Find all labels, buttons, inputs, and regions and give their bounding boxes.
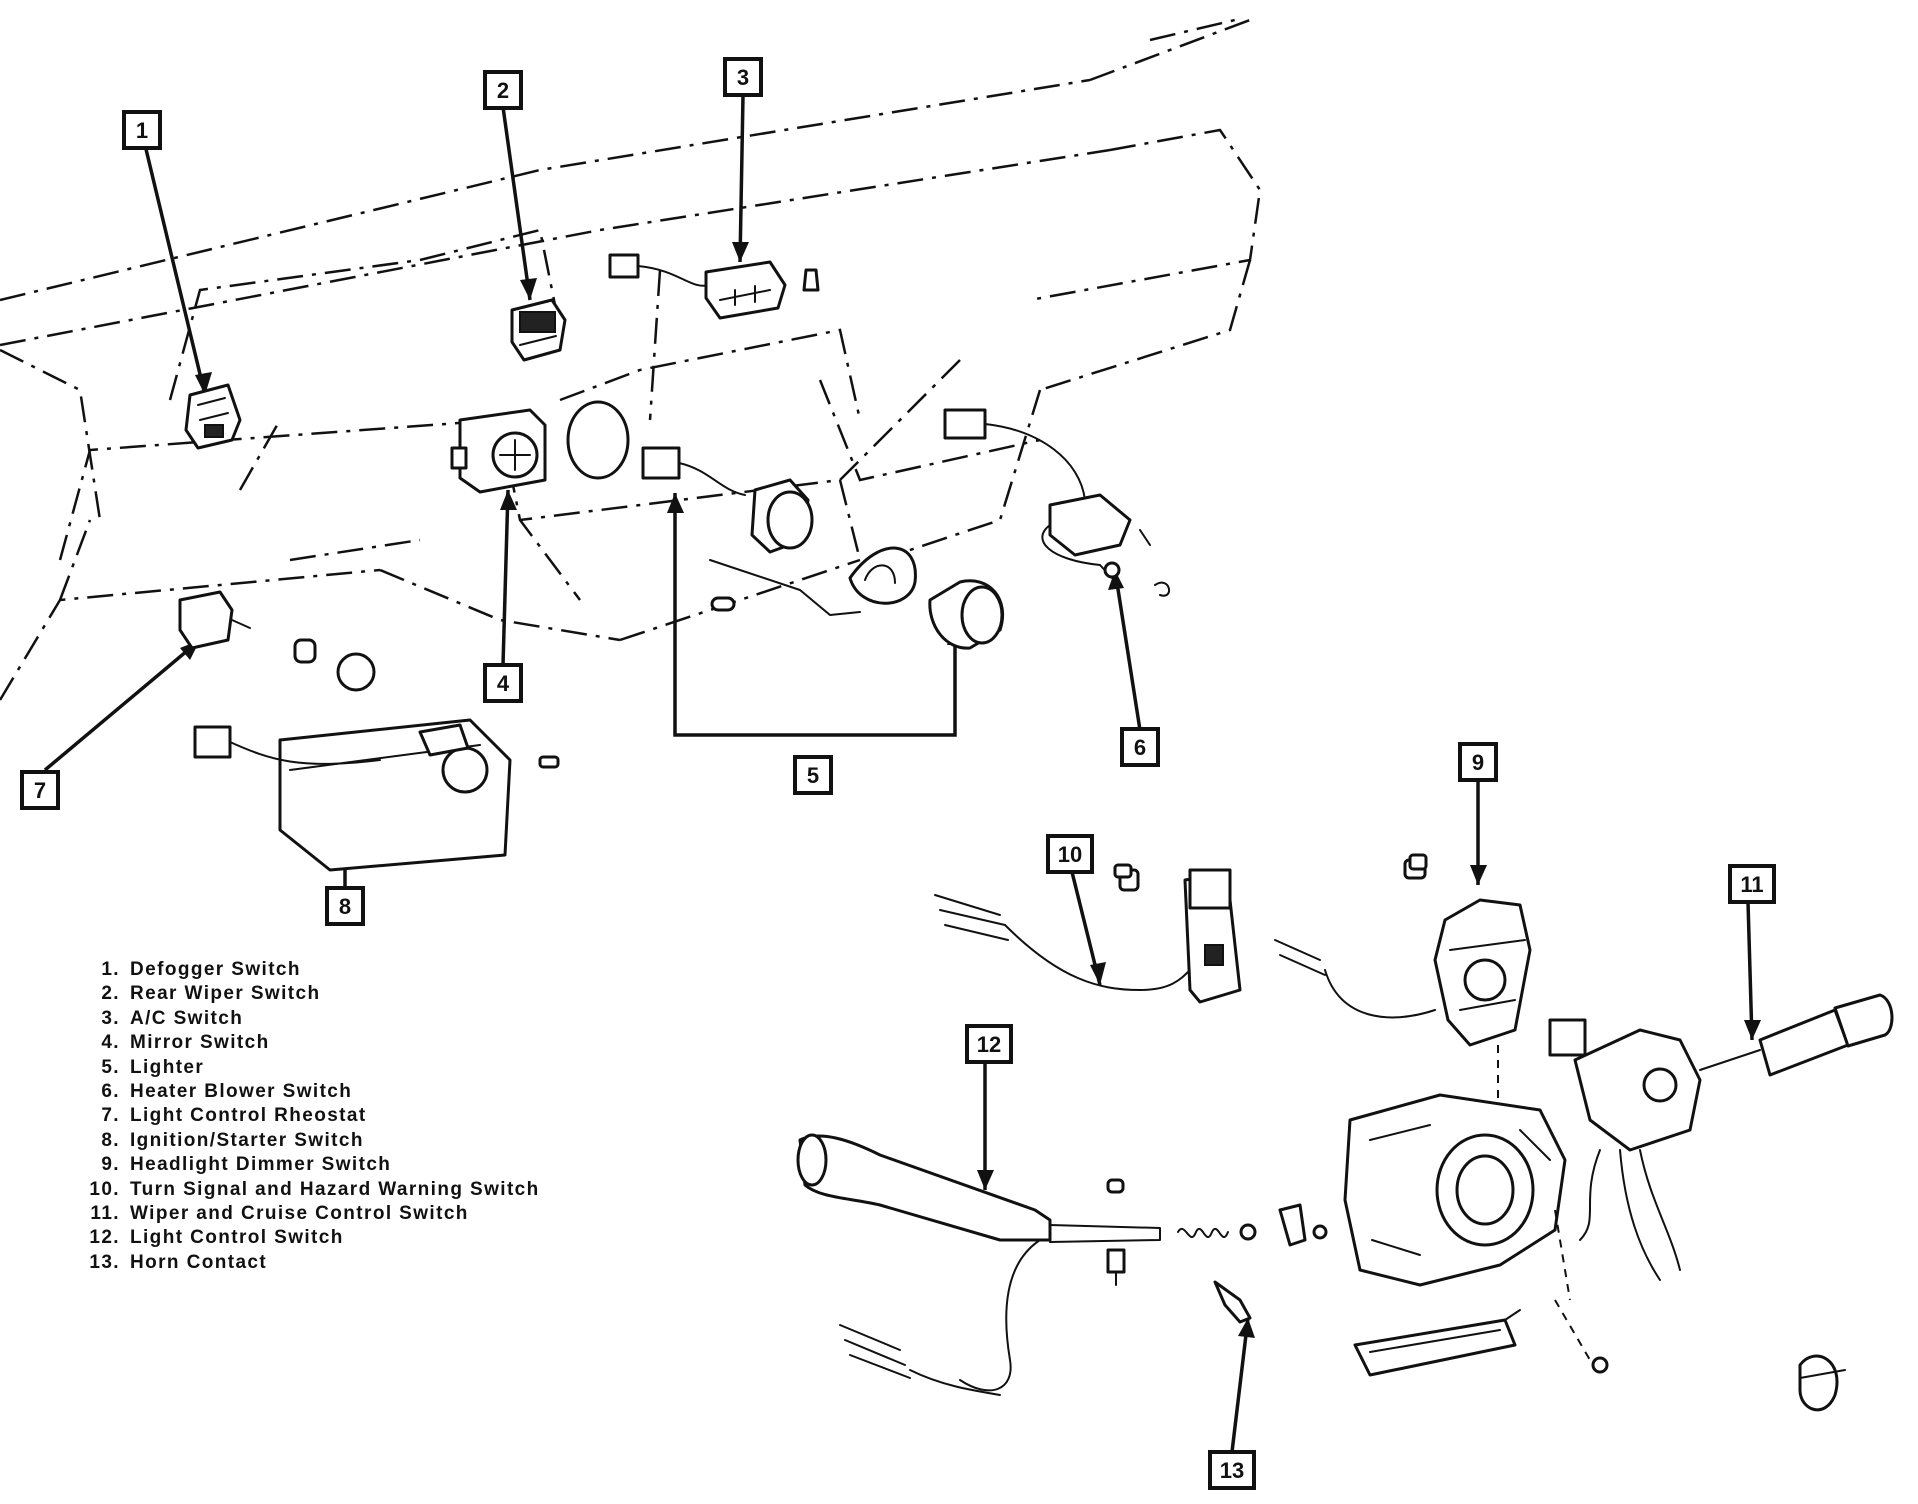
legend-label: Mirror Switch xyxy=(130,1032,270,1054)
legend-label: Heater Blower Switch xyxy=(130,1081,353,1103)
callout-1: 1 xyxy=(122,110,162,150)
legend-number: 13. xyxy=(89,1251,120,1273)
lighter-assembly xyxy=(641,446,1005,650)
callout-number: 7 xyxy=(34,778,46,803)
legend-item: 10. Turn Signal and Hazard Warning Switch xyxy=(82,1178,540,1202)
panel-opening xyxy=(566,400,630,480)
callout-number: 4 xyxy=(497,671,510,696)
light-control-rheostat xyxy=(178,590,376,692)
headlight-dimmer-switch xyxy=(1274,858,1532,1110)
legend-item: 4. Mirror Switch xyxy=(82,1031,540,1055)
legend-number: 1. xyxy=(101,959,120,980)
legend-number: 12. xyxy=(89,1227,120,1249)
connector-block xyxy=(1353,1309,1521,1377)
callout-6: 6 xyxy=(1120,727,1160,767)
legend-number: 7. xyxy=(101,1105,120,1127)
ac-switch xyxy=(608,253,820,320)
legend-label: A/C Switch xyxy=(130,1007,244,1029)
callout-number: 2 xyxy=(497,78,509,103)
legend-label: Defogger Switch xyxy=(130,959,301,980)
legend-label: Headlight Dimmer Switch xyxy=(130,1154,392,1176)
callout-number: 3 xyxy=(737,65,749,90)
legend-number: 8. xyxy=(101,1129,120,1151)
callout-5: 5 xyxy=(793,755,833,795)
callout-number: 13 xyxy=(1220,1458,1244,1483)
legend-number: 6. xyxy=(101,1081,120,1103)
callout-7: 7 xyxy=(20,770,60,810)
wiper-cruise-switch xyxy=(1548,993,1894,1281)
legend-item: 11. Wiper and Cruise Control Switch xyxy=(82,1202,540,1226)
callout-number: 5 xyxy=(807,763,819,788)
legend-label: Light Control Switch xyxy=(130,1227,344,1249)
callout-2: 2 xyxy=(483,70,523,110)
steering-column-housing xyxy=(1343,1093,1571,1301)
instrument-panel-outline xyxy=(0,18,1262,701)
callout-number: 11 xyxy=(1740,872,1763,897)
legend-number: 5. xyxy=(101,1056,120,1078)
callout-number: 9 xyxy=(1472,750,1484,775)
callout-9: 9 xyxy=(1458,742,1498,782)
legend-label: Ignition/Starter Switch xyxy=(130,1129,364,1151)
callout-number: 6 xyxy=(1134,735,1146,760)
callout-12: 12 xyxy=(965,1024,1013,1064)
callout-4: 4 xyxy=(483,663,523,703)
ignition-starter-switch xyxy=(193,718,560,872)
legend-item: 1. Defogger Switch xyxy=(82,958,540,982)
legend-item: 8. Ignition/Starter Switch xyxy=(82,1129,540,1153)
legend-list: 1. Defogger Switch 2. Rear Wiper Switch 3.… xyxy=(82,958,540,1275)
legend-item: 9. Headlight Dimmer Switch xyxy=(82,1153,540,1177)
legend-item: 13. Horn Contact xyxy=(82,1251,540,1275)
callout-10: 10 xyxy=(1046,834,1094,874)
callout-number: 1 xyxy=(136,118,148,143)
legend-item: 5. Lighter xyxy=(82,1056,540,1080)
light-control-switch xyxy=(796,1133,1161,1396)
legend-number: 10. xyxy=(89,1178,120,1200)
callout-8: 8 xyxy=(325,886,365,926)
legend-label: Lighter xyxy=(130,1056,205,1078)
callout-number: 12 xyxy=(977,1032,1001,1057)
legend-label: Light Control Rheostat xyxy=(130,1105,367,1127)
legend-number: 3. xyxy=(101,1007,120,1029)
legend-item: 7. Light Control Rheostat xyxy=(82,1104,540,1128)
callout-13: 13 xyxy=(1208,1450,1256,1490)
callout-3: 3 xyxy=(723,57,763,97)
callout-number: 10 xyxy=(1058,842,1082,867)
legend-item: 12. Light Control Switch xyxy=(82,1226,540,1250)
defogger-switch xyxy=(184,383,242,450)
legend-label: Rear Wiper Switch xyxy=(130,983,321,1005)
legend-label: Wiper and Cruise Control Switch xyxy=(130,1203,469,1225)
turn-signal-hazard-switch xyxy=(934,868,1242,1004)
callout-11: 11 xyxy=(1728,864,1776,904)
rear-wiper-switch xyxy=(510,298,567,362)
legend-item: 2. Rear Wiper Switch xyxy=(82,982,540,1006)
horn-contact-parts xyxy=(1106,853,1846,1412)
legend-number: 4. xyxy=(101,1032,120,1054)
callout-number: 8 xyxy=(339,894,351,919)
mirror-switch xyxy=(450,408,547,494)
legend-number: 9. xyxy=(101,1154,120,1176)
legend-number: 11. xyxy=(90,1203,120,1225)
legend-item: 6. Heater Blower Switch xyxy=(82,1080,540,1104)
legend-label: Turn Signal and Hazard Warning Switch xyxy=(130,1178,540,1200)
legend-label: Horn Contact xyxy=(130,1251,268,1273)
legend-number: 2. xyxy=(101,983,120,1005)
legend-item: 3. A/C Switch xyxy=(82,1007,540,1031)
heater-blower-switch xyxy=(943,408,1170,597)
